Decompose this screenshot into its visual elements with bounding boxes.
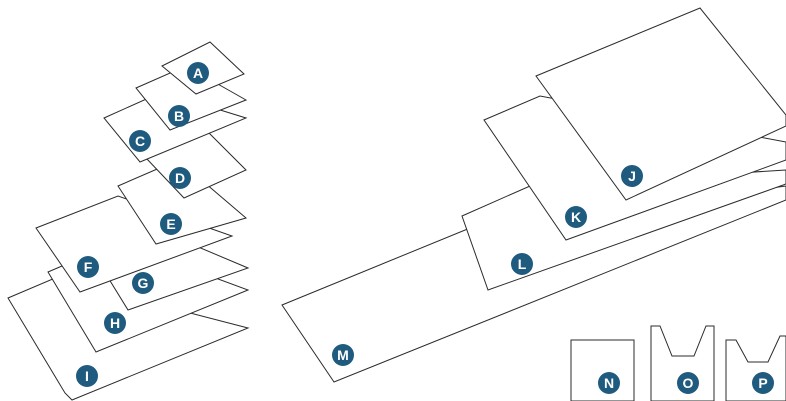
badge-N: N [598,372,620,394]
badge-O: O [677,372,699,394]
svg-text:D: D [175,170,185,186]
right-sheet-stack [281,7,786,383]
svg-text:J: J [628,168,636,184]
badges: A B C D E F G H I J K L M N O P [76,62,774,394]
badge-B: B [168,105,190,127]
badge-J: J [621,165,643,187]
sheet-J [535,7,786,201]
svg-text:C: C [135,133,145,149]
badge-D: D [169,167,191,189]
svg-text:N: N [604,375,614,391]
svg-text:F: F [84,259,93,275]
badge-K: K [565,206,587,228]
svg-text:A: A [193,65,203,81]
badge-P: P [752,372,774,394]
badge-L: L [511,253,533,275]
sheet-M [281,185,786,383]
svg-text:B: B [174,108,184,124]
badge-F: F [77,256,99,278]
svg-text:H: H [110,315,120,331]
svg-text:M: M [337,347,349,363]
svg-text:P: P [758,375,767,391]
badge-I: I [76,365,98,387]
badge-M: M [332,344,354,366]
badge-C: C [129,130,151,152]
svg-text:O: O [683,375,694,391]
svg-text:L: L [518,256,527,272]
svg-text:G: G [138,275,149,291]
svg-text:K: K [571,209,581,225]
svg-text:I: I [85,368,89,384]
svg-text:E: E [166,216,175,232]
badge-G: G [132,272,154,294]
left-sheet-stack [7,41,250,401]
badge-H: H [104,312,126,334]
badge-A: A [187,62,209,84]
sheet-B [135,65,248,131]
badge-E: E [160,213,182,235]
